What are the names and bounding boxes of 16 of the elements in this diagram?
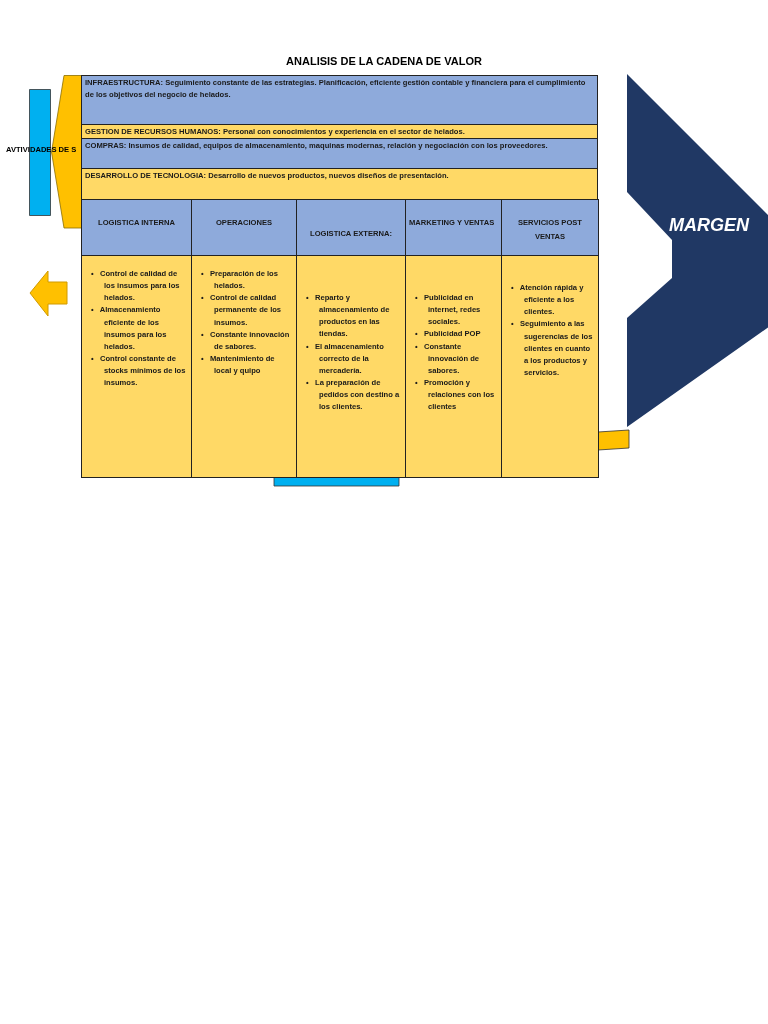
activity-cell [191, 255, 297, 478]
column-header [501, 199, 599, 256]
support-activity-row [81, 75, 598, 125]
margin-chevron [627, 74, 768, 428]
activity-cell [405, 255, 502, 478]
column-header [191, 199, 297, 256]
column-header [296, 199, 406, 256]
activity-cell [81, 255, 192, 478]
diagram-title: ANALISIS DE LA CADENA DE VALOR [285, 55, 483, 67]
column-header [405, 199, 502, 256]
activity-cell [501, 255, 599, 478]
support-activity-row [81, 138, 598, 169]
activity-cell [296, 255, 406, 478]
support-activity-row [81, 168, 598, 200]
column-header [81, 199, 192, 256]
margin-text: MARGEN [669, 215, 749, 236]
